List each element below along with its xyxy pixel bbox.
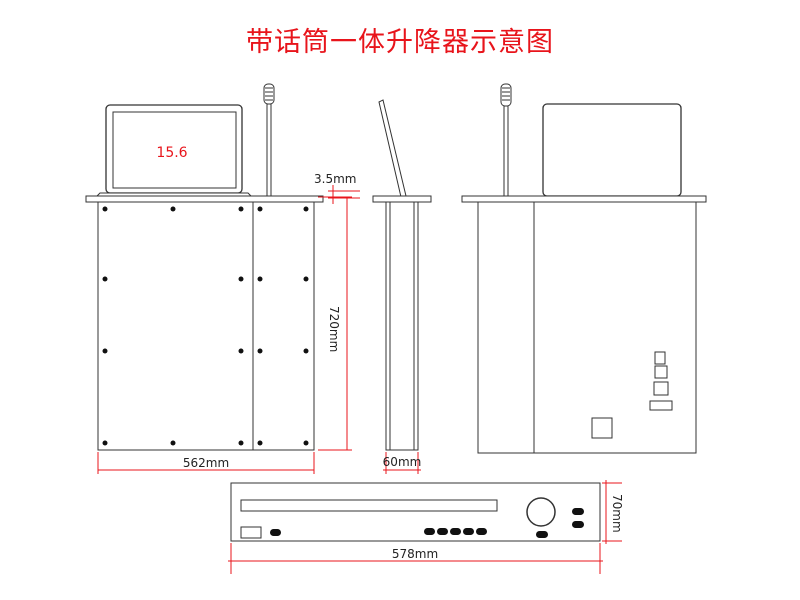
connector-ports	[649, 351, 673, 411]
microphone-front	[263, 83, 275, 197]
front-view	[85, 83, 324, 451]
top-panel-side	[372, 195, 432, 203]
laptop-side	[378, 99, 407, 198]
laptop-back	[542, 103, 682, 197]
volume-knob	[526, 497, 556, 527]
front-dimensions	[97, 185, 360, 474]
lifter-body-side	[385, 201, 419, 451]
lifter-body-back	[477, 201, 697, 454]
host-slot	[240, 499, 498, 512]
page-title: 带话筒一体升降器示意图	[246, 27, 554, 58]
host-height-label: 70mm	[610, 494, 624, 533]
host-port	[240, 526, 262, 539]
depth-label: 60mm	[383, 455, 422, 469]
microphone-back	[500, 83, 512, 197]
host-buttons	[270, 508, 584, 538]
side-view	[372, 99, 432, 451]
thickness-label: 3.5mm	[314, 172, 356, 186]
power-socket	[591, 417, 613, 439]
screen-size-label: 15.6	[156, 145, 187, 161]
host-width-label: 578mm	[392, 547, 438, 561]
width-label: 562mm	[183, 456, 229, 470]
dimension-labels: 15.6 3.5mm 720mm 562mm 60mm 70mm 578mm	[156, 145, 624, 561]
top-panel-front	[85, 195, 324, 203]
host-unit	[230, 482, 601, 542]
screw-dots	[102, 206, 309, 446]
lifter-body-front	[97, 201, 315, 451]
top-panel-back	[461, 195, 707, 203]
host-dimensions	[228, 480, 622, 574]
back-view	[461, 83, 707, 454]
side-dimensions	[383, 452, 421, 474]
height-label: 720mm	[327, 306, 341, 352]
